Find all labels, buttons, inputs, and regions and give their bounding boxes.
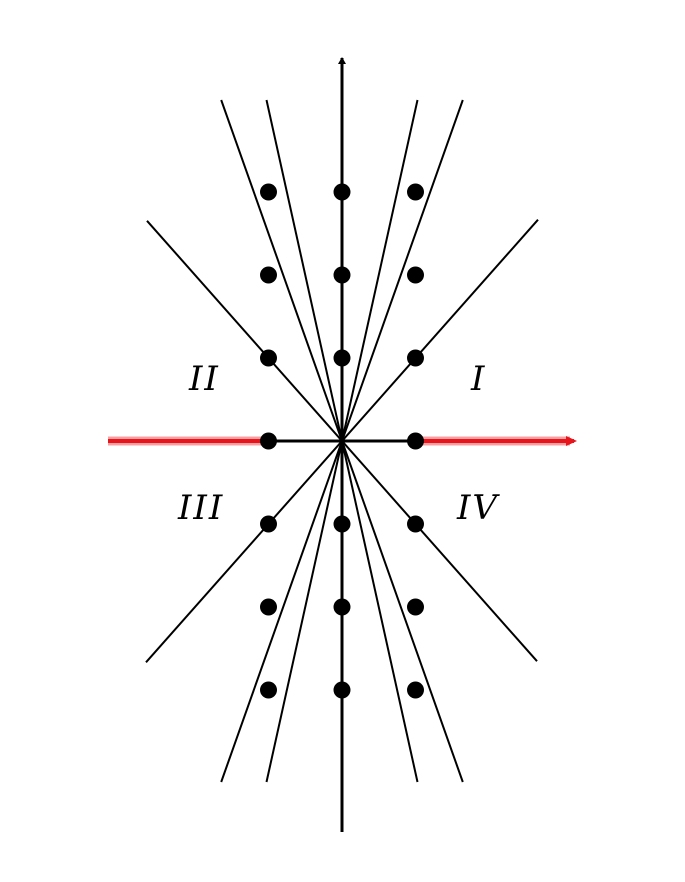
lattice-point <box>333 183 351 201</box>
quadrant-label-i: I <box>470 359 486 399</box>
lattice-point <box>333 266 351 284</box>
lattice-point <box>407 515 424 533</box>
lattice-point <box>260 681 277 699</box>
quadrant-label-ii: II <box>188 359 220 399</box>
lattice-point <box>260 515 277 533</box>
lattice-point <box>260 266 277 284</box>
lattice-point <box>333 598 351 616</box>
lattice-point <box>407 349 424 367</box>
lattice-point <box>407 183 424 201</box>
lattice-point <box>333 515 351 533</box>
lattice-point <box>333 681 351 699</box>
lattice-point <box>260 349 277 367</box>
lattice-point <box>407 266 424 284</box>
lattice-point <box>260 183 277 201</box>
lattice-point <box>407 432 424 450</box>
lattice-point <box>407 598 424 616</box>
quadrant-label-iii: III <box>177 488 224 528</box>
lattice-point <box>260 598 277 616</box>
lattice-point <box>407 681 424 699</box>
lattice-point <box>260 432 277 450</box>
quadrant-label-iv: IV <box>456 488 500 528</box>
lattice-points <box>260 183 424 699</box>
lattice-point <box>333 349 351 367</box>
